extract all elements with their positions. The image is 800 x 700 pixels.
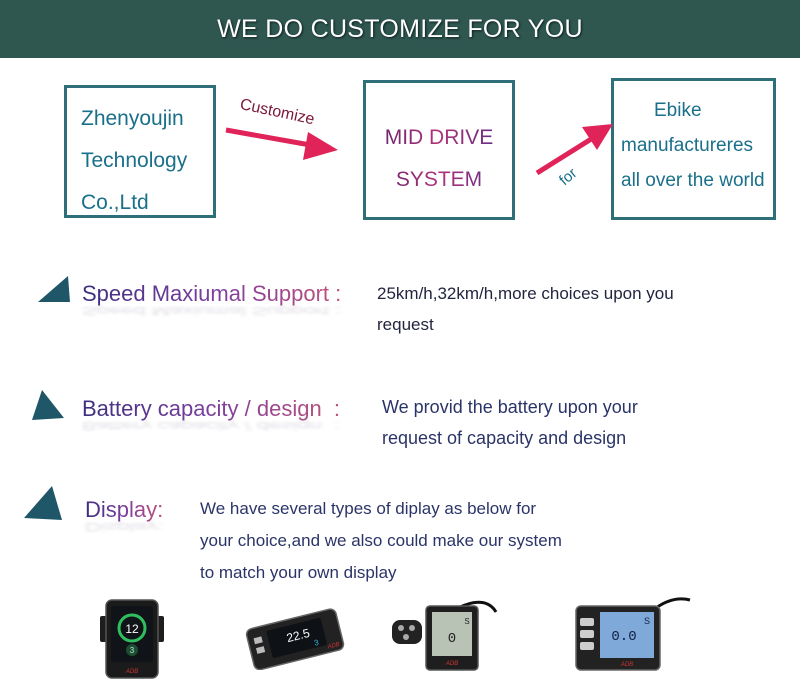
description-line: 25km/h,32km/h,more choices upon you xyxy=(377,284,674,303)
system-box: MID DRIVE SYSTEM xyxy=(363,80,515,220)
display-description: We have several types of diplay as below… xyxy=(200,493,562,589)
battery-feature-title: Battery capacity / design : xyxy=(82,396,341,421)
display-product-3: 0 S ADB xyxy=(392,600,498,671)
company-line: Co.,Ltd xyxy=(81,191,149,214)
display-3-brand: ADB xyxy=(445,661,458,667)
triangle-bullet-icon xyxy=(38,276,70,302)
speed-description: 25km/h,32km/h,more choices upon you requ… xyxy=(377,278,674,340)
description-line: your choice,and we also could make our s… xyxy=(200,531,562,550)
display-2-readout: 22.5 xyxy=(285,626,311,645)
triangle-bullet-icon xyxy=(32,390,64,420)
display-1-brand: ADB xyxy=(125,669,138,675)
display-4-readout: 0.0 xyxy=(611,629,636,645)
system-line: MID DRIVE xyxy=(366,117,512,159)
company-line: Technology xyxy=(81,149,188,172)
battery-title-reflection: Battery capacity / design : xyxy=(82,419,341,433)
system-line: SYSTEM xyxy=(366,159,512,201)
description-line: request xyxy=(377,315,434,334)
display-2-brand: ADB xyxy=(326,642,340,651)
display-4-brand: ADB xyxy=(620,662,633,668)
display-2-gear: 3 xyxy=(313,638,320,648)
page-title: WE DO CUSTOMIZE FOR YOU xyxy=(217,15,583,43)
description-line: request of capacity and design xyxy=(382,428,627,448)
description-line: We provid the battery upon your xyxy=(382,397,638,417)
battery-description: We provid the battery upon your request … xyxy=(382,392,638,454)
company-line: Zhenyoujin xyxy=(81,107,184,130)
triangle-bullet-icon xyxy=(24,486,62,520)
display-4-mode: S xyxy=(644,616,650,626)
display-3-mode: S xyxy=(464,617,469,626)
customize-arrow-icon xyxy=(225,127,338,160)
display-product-2: 22.5 3 ADB xyxy=(245,608,345,670)
target-box: Ebike manufactureres all over the world xyxy=(611,78,776,220)
for-arrow-icon xyxy=(535,124,613,176)
target-line: manufactureres xyxy=(621,135,754,156)
target-line: Ebike xyxy=(654,100,702,121)
display-3-readout: 0 xyxy=(448,631,456,647)
display-product-1: 12 3 ADB xyxy=(100,599,164,679)
display-feature-title: Display: xyxy=(85,497,164,522)
display-1-readout: 12 xyxy=(125,622,139,636)
display-title-reflection: Display: xyxy=(85,520,164,534)
speed-title-reflection: Speed Maxiumal Support : xyxy=(82,304,342,318)
header-banner xyxy=(0,0,800,58)
description-line: to match your own display xyxy=(200,563,397,582)
description-line: We have several types of diplay as below… xyxy=(200,499,537,518)
display-1-gear: 3 xyxy=(130,646,135,655)
display-product-4: 0.0 S ADB xyxy=(575,597,691,671)
company-box: Zhenyoujin Technology Co.,Ltd xyxy=(64,85,216,218)
speed-feature-title: Speed Maxiumal Support : xyxy=(82,281,342,306)
target-line: all over the world xyxy=(621,170,765,191)
